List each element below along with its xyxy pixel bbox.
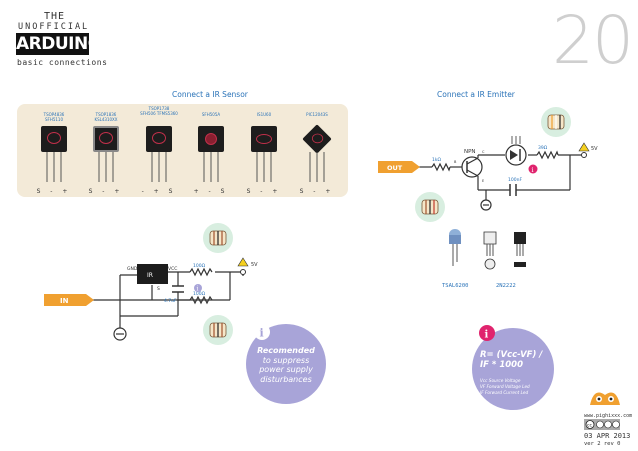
svg-text:cc: cc [587,424,592,429]
s-label: S [157,286,160,292]
ir-chip-label: IR [147,272,153,279]
formula-legend: IF Forward Current Led [480,390,529,395]
emitter-supply-label: 5V [591,146,598,152]
brand-the: THE [44,11,66,22]
sensor-body-icon [251,126,277,152]
part-label: TSAL6200 [442,283,469,289]
resistor-icon [189,295,213,305]
svg-text:i: i [532,166,534,174]
out-tag-icon [378,161,420,173]
in-tag-icon [44,294,94,306]
sensor-legs-icon [256,152,272,182]
sensor-pins: S - + [299,188,335,195]
in-label: IN [60,297,69,305]
brand-subtitle: basic connections [17,58,108,67]
sensor-name: PIC12043S [306,112,328,117]
callout-text: Recomended to suppress power supply dist… [250,346,322,384]
out-label: OUT [387,164,403,172]
footer-version: ver 2 rev 0 [584,441,621,447]
formula-text: R= (Vcc-VF) / IF * 1000 Vcc Source Volta… [480,344,550,396]
c-label: C [482,150,485,154]
sensor-body-icon [41,126,67,152]
resistor-icon [536,150,559,160]
part-label: 2N2222 [496,283,516,289]
resistor-icon [189,267,213,277]
sensor-name: TSOP4836 [43,112,65,117]
vcc-label: VCC [168,266,177,272]
sensor-pins: S - + [36,188,72,195]
info-icon: i [479,325,495,341]
brand-unofficial: UNOFFICIAL [18,22,90,32]
sensor-name-alt: SFH506 TFMS5360 [140,111,178,116]
emitter-r1-label: 1kΩ [432,157,441,163]
r2-label: 100Ω [193,291,206,297]
sensor-card: PIC12043S S - + [292,104,342,197]
sensor-body-icon [146,126,172,152]
b-label: B [454,160,457,164]
sensor-legs-icon [203,152,219,182]
callout-line3: power supply [259,365,313,374]
sensor-card: IS1U60 S - + [239,104,289,197]
info-icon: i [254,324,270,340]
r1-label: 100Ω [193,263,206,269]
sensor-pins: + - S [193,188,229,195]
gnd-label: GND [127,266,138,272]
cap-label: 4.7uF [164,298,177,304]
sensor-legs-icon [98,152,114,182]
transistor-package-icon [514,232,526,244]
callout-line4: disturbances [260,374,312,384]
warning-icon [578,142,590,152]
sensor-pins: S - + [246,188,282,195]
svg-text:i: i [197,286,199,293]
callout-line2: to suppress [262,355,310,365]
sensor-pins: S - + [88,188,124,195]
footer-url: www.pighixxx.com [584,413,633,419]
warning-icon [237,257,249,267]
npn-label: NPN [464,149,476,155]
formula-circle [472,328,554,410]
supply-label: 5V [251,262,258,268]
info-icon [528,164,538,174]
sensor-name-alt: SFH5110 [44,117,64,122]
sensor-legs-icon [151,152,167,182]
sensor-section-title: Connect a IR Sensor [172,90,248,99]
formula: R= (Vcc-VF) / IF * 1000 [480,350,543,370]
page-number: 20 [552,2,634,79]
cc-license-icon: cc [584,419,620,430]
sensor-name-alt: KSL4310XX [94,117,118,122]
emitter-cap-label: 100nF [508,177,522,183]
sensor-name: TSOP1738 [148,106,170,111]
svg-text:i: i [260,327,264,340]
transistor-icon [461,156,483,178]
sensor-legs-icon [46,152,62,182]
svg-text:i: i [485,330,489,341]
ir-chip-icon [137,264,168,284]
author-logo-icon [590,392,620,405]
brand-logo: ARDUINO [16,33,102,55]
2n2222-icon [483,231,497,245]
emitter-r2-label: 39Ω [538,145,548,151]
sensor-legs-icon [309,152,325,182]
callout-line1: Recomended [257,346,315,355]
footer-date: 03 APR 2013 [584,432,631,440]
resistor-icon [431,162,451,172]
sensor-card: SFH505A + - S [186,104,236,197]
sensor-pins: - + S [141,188,177,195]
sensor-name: IS1U60 [256,112,272,117]
sensor-name: TSOP1836 [95,112,117,117]
info-icon [194,284,202,292]
formula-legend: VF Forward Voltage Led [480,384,530,389]
sensor-name: SFH505A [201,112,221,117]
e-label: E [482,179,484,183]
emitter-section-title: Connect a IR Emitter [437,90,515,99]
sensor-body-icon [93,126,119,152]
formula-legend: Vcc Source Voltage [480,378,521,383]
sensor-body-icon [198,126,224,152]
